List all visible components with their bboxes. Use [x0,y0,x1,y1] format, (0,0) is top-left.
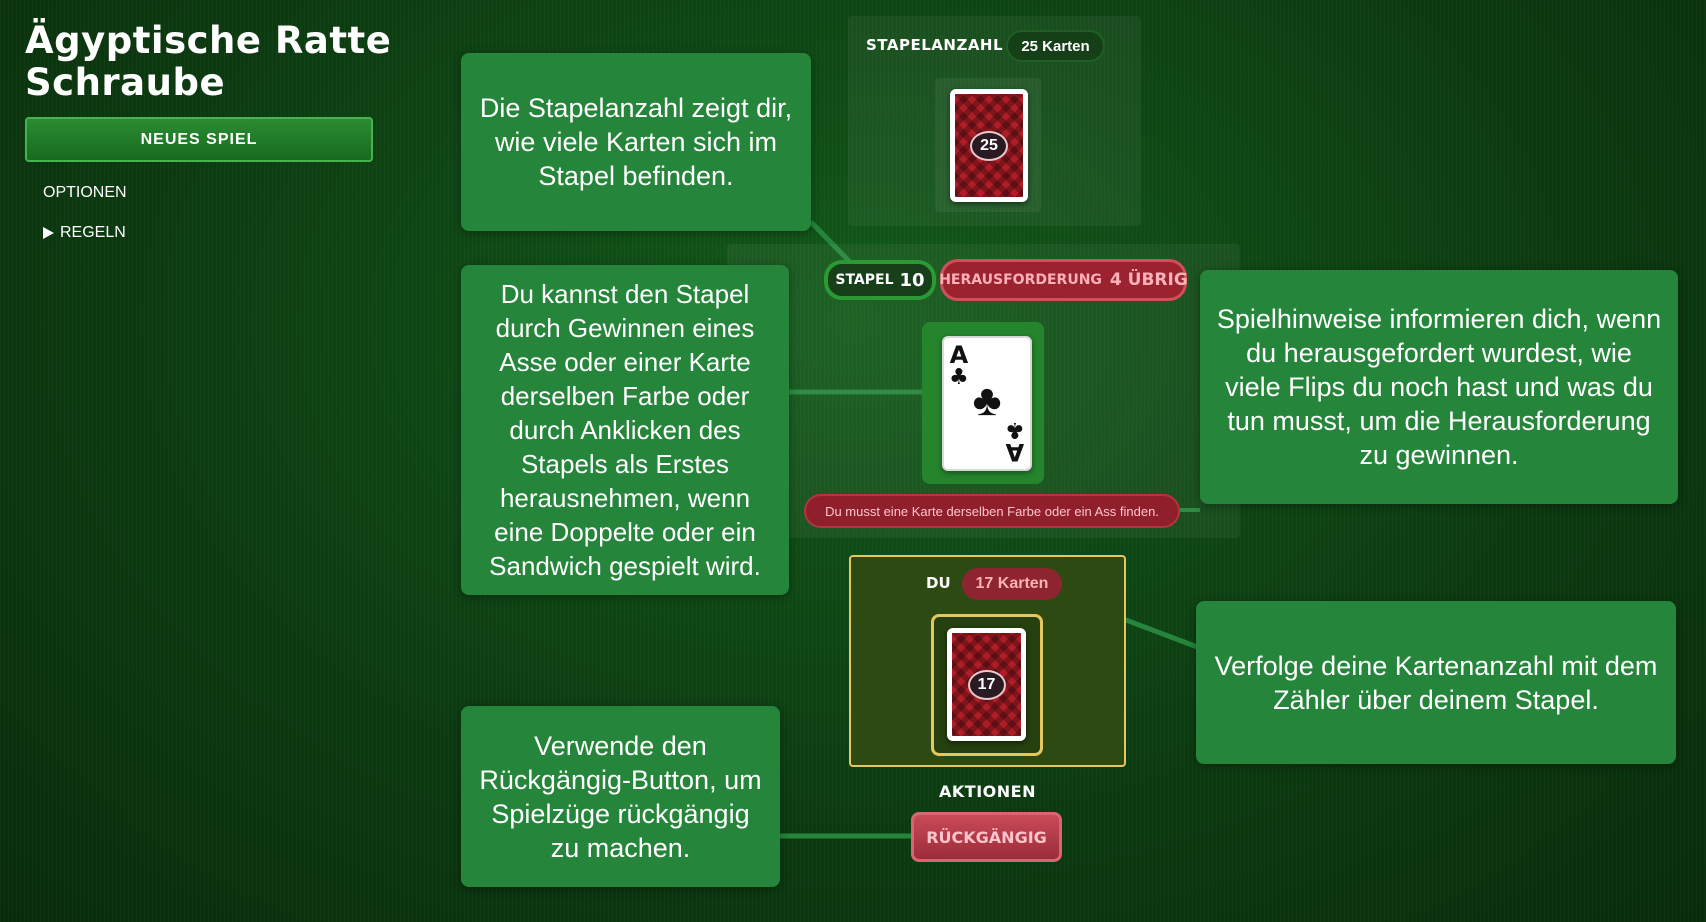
card-rank: A [1005,438,1025,466]
pile-count: 10 [899,269,925,291]
new-game-button[interactable]: NEUES SPIEL [25,117,373,162]
challenge-label: HERAUSFORDERUNG [939,272,1102,288]
stock-card-count: 25 [970,130,1008,161]
card-corner-bottom: A ♣ [1005,417,1025,466]
options-link[interactable]: OPTIONEN [43,184,127,201]
club-icon: ♣ [949,365,969,390]
tooltip-stock: Die Stapelanzahl zeigt dir, wie viele Ka… [461,53,811,231]
tooltip-counter: Verfolge deine Kartenanzahl mit dem Zähl… [1196,601,1676,764]
expand-triangle-icon [43,227,54,239]
player-label: DU [926,574,951,592]
card-corner-top: A ♣ [949,343,969,389]
tooltip-pile: Du kannst den Stapel durch Gewinnen eine… [461,265,789,595]
tooltip-undo: Verwende den Rückgängig-Button, um Spiel… [461,706,780,887]
challenge-badge: HERAUSFORDERUNG 4 ÜBRIG [939,259,1188,301]
card-rank: A [949,341,969,369]
pile-count-badge: STAPEL 10 [824,260,936,300]
game-hint: Du musst eine Karte derselben Farbe oder… [804,494,1180,528]
undo-button[interactable]: RÜCKGÄNGIG [911,812,1062,862]
rules-toggle[interactable]: REGELN [43,224,126,242]
player-card[interactable]: 17 [947,628,1026,741]
pile-label: STAPEL [835,272,894,288]
player-count-badge: 17 Karten [962,568,1062,600]
tooltip-hints: Spielhinweise informieren dich, wenn du … [1200,270,1678,504]
actions-label: AKTIONEN [939,782,1036,801]
stock-label: STAPELANZAHL [866,36,1004,54]
challenge-remaining: 4 ÜBRIG [1109,270,1188,290]
player-card-count: 17 [967,669,1006,700]
stock-card[interactable]: 25 [950,89,1028,202]
club-icon: ♣ [972,376,1002,425]
connector-stock [809,220,852,264]
rules-label: REGELN [60,224,126,241]
stock-count-badge: 25 Karten [1006,30,1105,62]
game-title: Ägyptische Ratte Schraube [25,19,392,104]
pile-top-card[interactable]: A ♣ ♣ A ♣ [942,336,1032,471]
club-icon: ♣ [1005,417,1025,442]
